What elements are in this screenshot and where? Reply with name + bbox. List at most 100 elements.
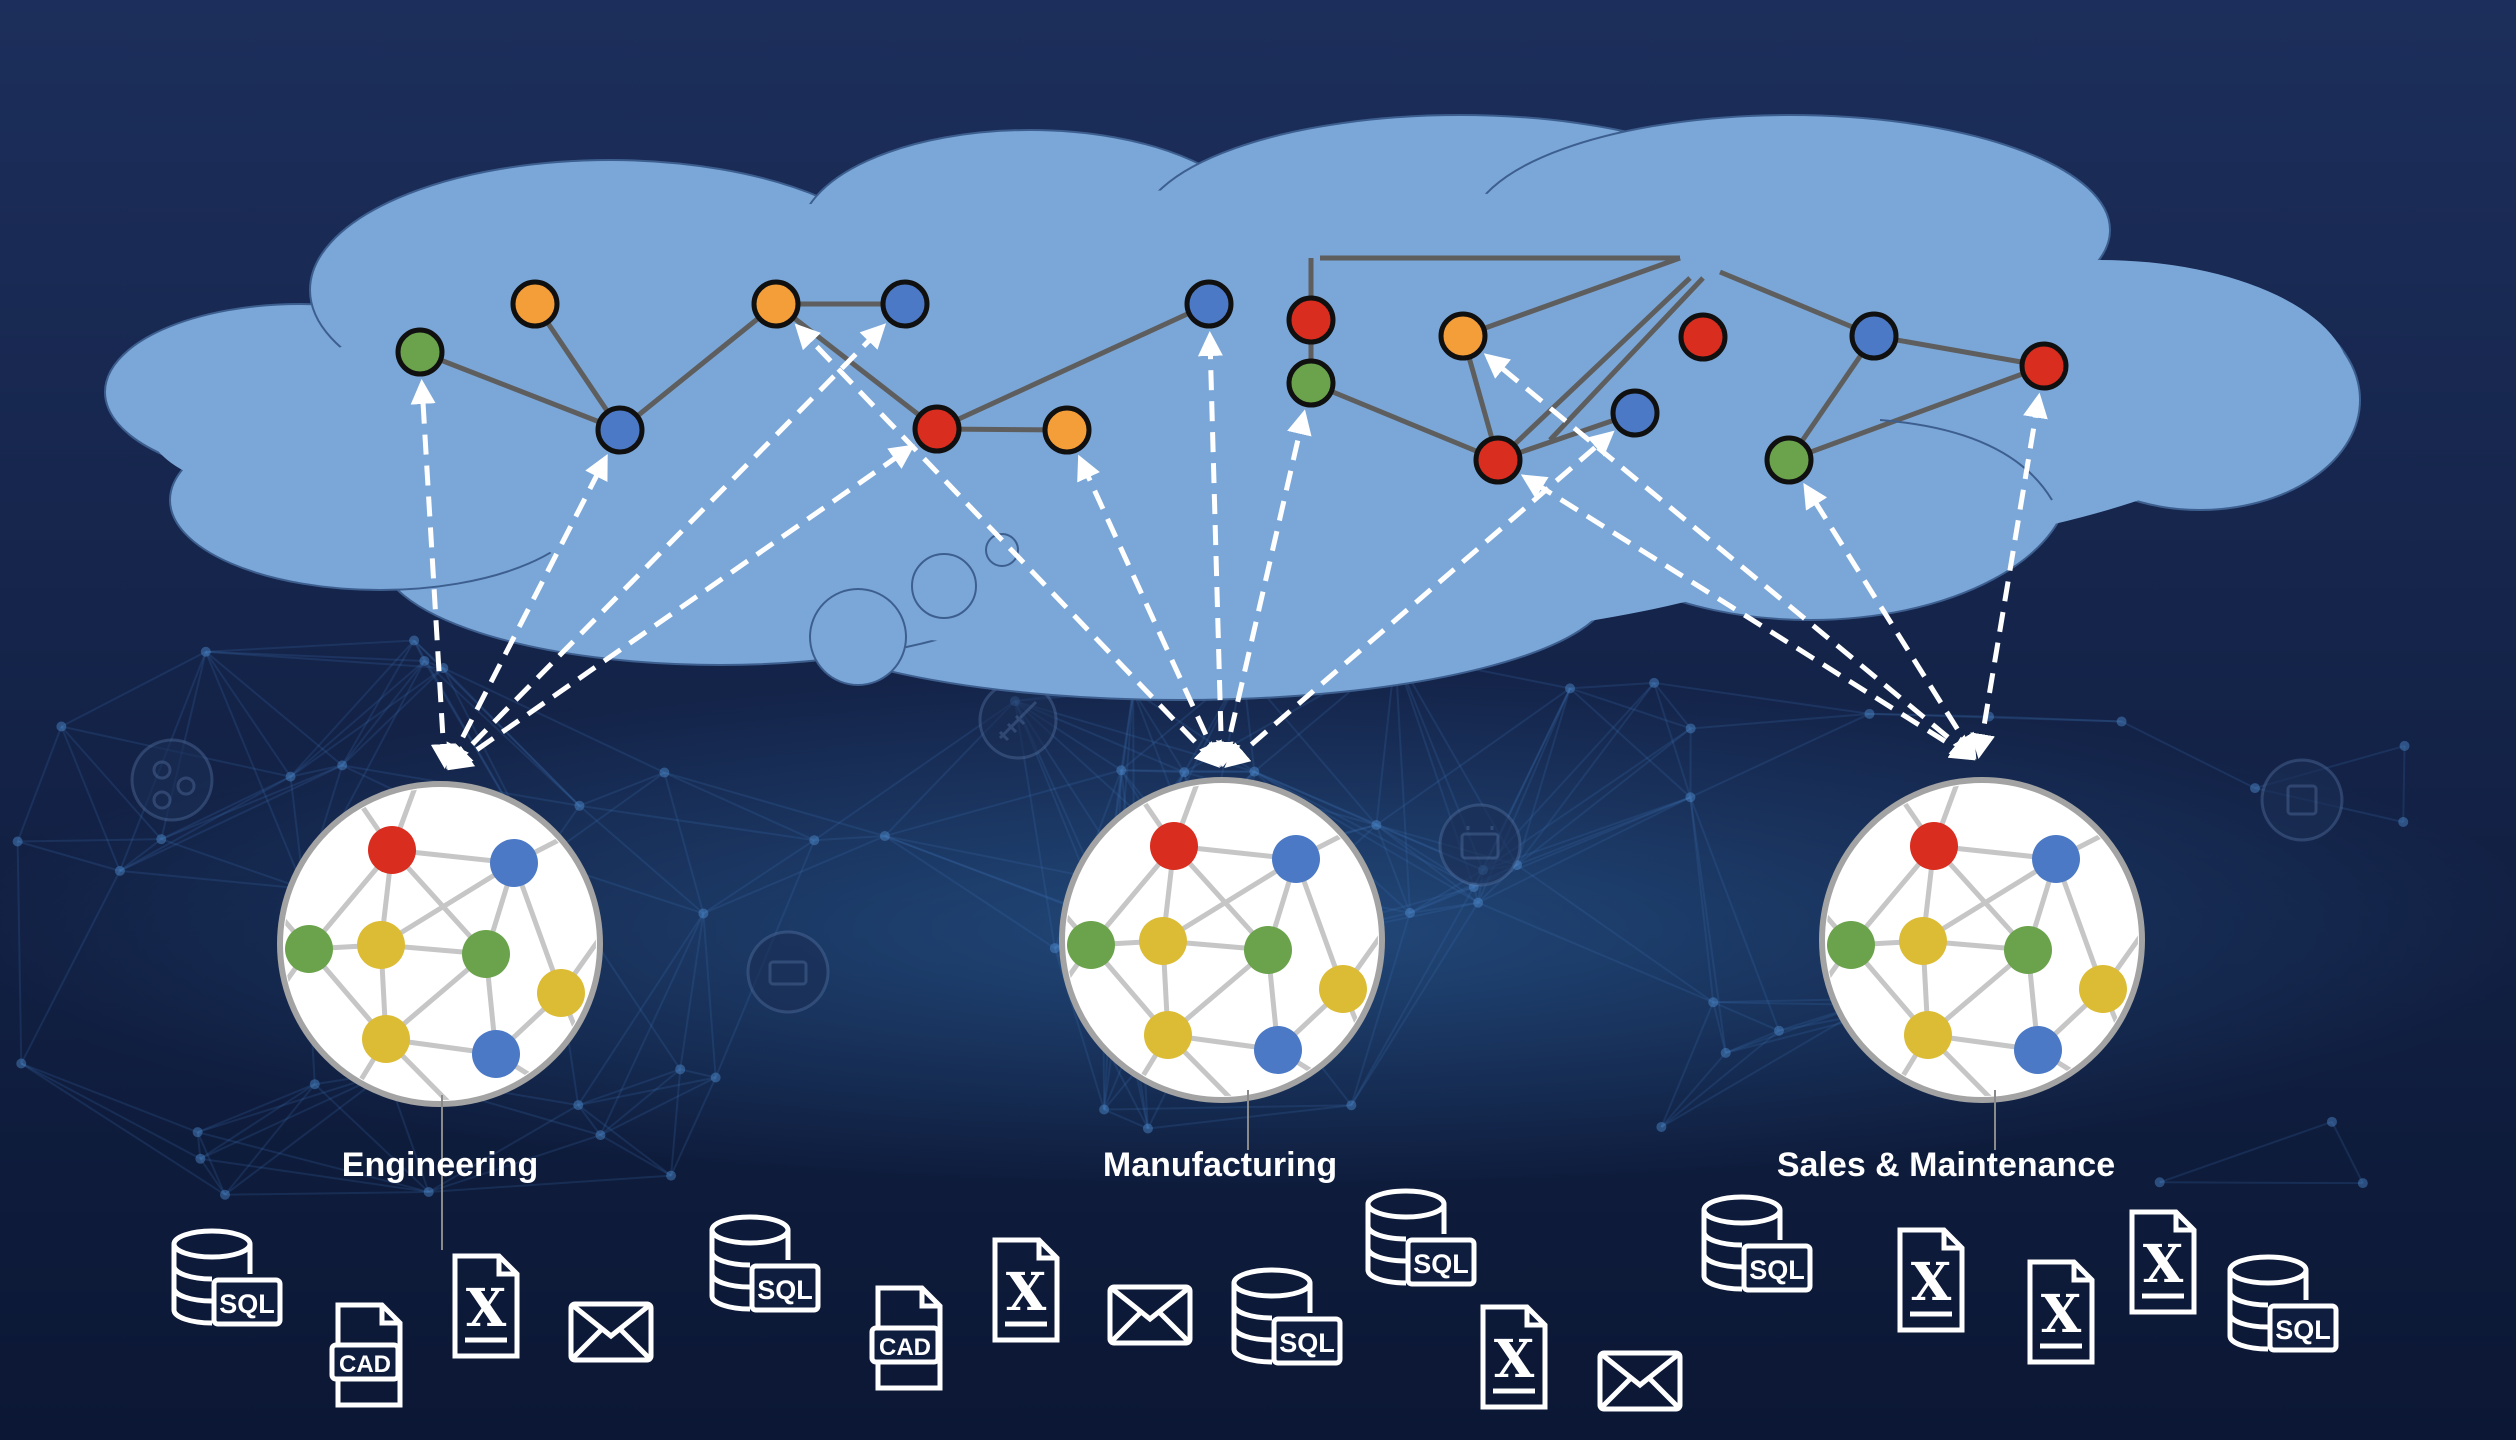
- graph-node-green: [1244, 926, 1292, 974]
- gears-badge-icon: [130, 738, 214, 822]
- sql-database-icon: SQL: [2227, 1254, 2339, 1353]
- bg-network-node: [1473, 897, 1484, 908]
- graph-node-yellow: [1144, 1011, 1192, 1059]
- bg-network-link: [17, 838, 162, 843]
- bg-network-link: [599, 1068, 681, 1136]
- bg-network-link: [200, 1157, 429, 1193]
- bg-network-node: [337, 760, 348, 771]
- bg-network-link: [20, 1062, 226, 1196]
- graph-edge: [1161, 856, 1298, 944]
- bg-network-link: [1477, 864, 1518, 904]
- cad-label: CAD: [879, 1334, 931, 1361]
- bg-network-link: [199, 1083, 316, 1160]
- bg-network-node: [1142, 1123, 1153, 1134]
- graph-node-blue: [2032, 835, 2080, 883]
- cloud-link: [1719, 269, 1875, 339]
- bg-network-link: [703, 835, 886, 915]
- cad-file-icon: CAD: [329, 1302, 403, 1408]
- graph-node-yellow: [1899, 917, 1947, 965]
- chip-badge-icon: [2260, 758, 2344, 842]
- bg-network-node: [2249, 783, 2260, 794]
- bg-network-link: [199, 1158, 226, 1196]
- graph-node-yellow: [1904, 1011, 1952, 1059]
- bg-network-link: [577, 1104, 602, 1136]
- bg-network-link: [1516, 864, 1714, 1004]
- bg-network-link: [599, 1134, 672, 1177]
- bg-network-link: [1660, 1052, 1727, 1128]
- bg-network-link: [199, 1071, 387, 1160]
- manufacturing-graph: [1059, 777, 1385, 1103]
- graph-node-yellow: [357, 921, 405, 969]
- bg-network-link: [196, 1132, 202, 1159]
- bg-network-link: [205, 639, 415, 653]
- battery-badge-icon: [1438, 803, 1522, 887]
- bg-network-link: [578, 1076, 716, 1107]
- bg-network-node: [1720, 1047, 1731, 1058]
- bg-network-link: [20, 870, 121, 1064]
- bg-network-link: [664, 771, 886, 837]
- bg-network-link: [679, 1068, 716, 1079]
- email-icon: [568, 1301, 654, 1363]
- bg-network-node: [423, 1186, 434, 1197]
- bg-network-link: [20, 1062, 201, 1160]
- sales-maintenance-graph: [1819, 777, 2145, 1103]
- sql-database-icon: SQL: [171, 1228, 283, 1327]
- bg-network-link: [289, 660, 426, 778]
- bg-network-link: [663, 772, 705, 914]
- bg-network-link: [290, 764, 343, 778]
- excel-glyph: X: [2041, 1284, 2082, 1345]
- bg-network-link: [119, 764, 343, 872]
- bg-network-node: [285, 771, 296, 782]
- bg-network-node: [1656, 1121, 1667, 1132]
- excel-glyph: X: [1911, 1252, 1952, 1313]
- bg-network-node: [409, 635, 420, 646]
- bg-network-node: [16, 1058, 27, 1069]
- sql-database-icon: SQL: [1701, 1194, 1813, 1293]
- email-icon: [1597, 1350, 1683, 1412]
- bg-network-link: [289, 639, 415, 778]
- excel-file-icon: X: [2129, 1209, 2197, 1315]
- bg-network-node: [195, 1153, 206, 1164]
- cloud-node-blue: [1610, 388, 1660, 438]
- bg-network-link: [205, 650, 343, 767]
- graph-edge: [379, 860, 516, 948]
- bg-network-node: [1685, 792, 1696, 803]
- bg-network-link: [679, 913, 705, 1070]
- bg-network-link: [1350, 886, 1475, 1106]
- bg-network-node: [114, 865, 125, 876]
- graph-node-yellow: [537, 969, 585, 1017]
- cloud-node-green: [1764, 435, 1814, 485]
- cloud-node-blue: [880, 279, 930, 329]
- bg-network-link: [2159, 1120, 2333, 1184]
- bg-network-link: [1121, 769, 1255, 773]
- cloud-node-orange: [510, 279, 560, 329]
- bg-network-node: [192, 1127, 203, 1138]
- arrow-link: [1520, 474, 1976, 761]
- bg-network-link: [1103, 1108, 1149, 1130]
- bg-network-link: [1660, 1029, 1780, 1128]
- excel-file-icon: X: [1480, 1304, 1548, 1410]
- bg-network-link: [1253, 770, 1377, 826]
- cloud-node-green: [395, 327, 445, 377]
- bg-network-link: [1689, 797, 1715, 1003]
- graph-node-blue: [490, 839, 538, 887]
- bg-network-link: [205, 650, 444, 670]
- bg-network-link: [428, 1174, 672, 1193]
- bg-network-link: [884, 835, 1056, 950]
- bg-network-node: [2154, 1177, 2165, 1188]
- bg-network-link: [60, 650, 207, 728]
- graph-node-green: [1827, 921, 1875, 969]
- bg-network-node: [809, 835, 820, 846]
- graph-node-red: [1910, 822, 1958, 870]
- graph-node-blue: [1272, 835, 1320, 883]
- graph-node-red: [1150, 822, 1198, 870]
- graph-node-blue: [472, 1030, 520, 1078]
- bg-network-link: [119, 869, 304, 890]
- bg-network-link: [1147, 1104, 1352, 1130]
- graph-node-yellow: [2079, 965, 2127, 1013]
- bg-network-node: [573, 1100, 584, 1111]
- bg-network-link: [1409, 886, 1475, 914]
- bg-network-link: [1350, 912, 1411, 1106]
- excel-glyph: X: [466, 1278, 507, 1339]
- bg-network-link: [579, 804, 815, 842]
